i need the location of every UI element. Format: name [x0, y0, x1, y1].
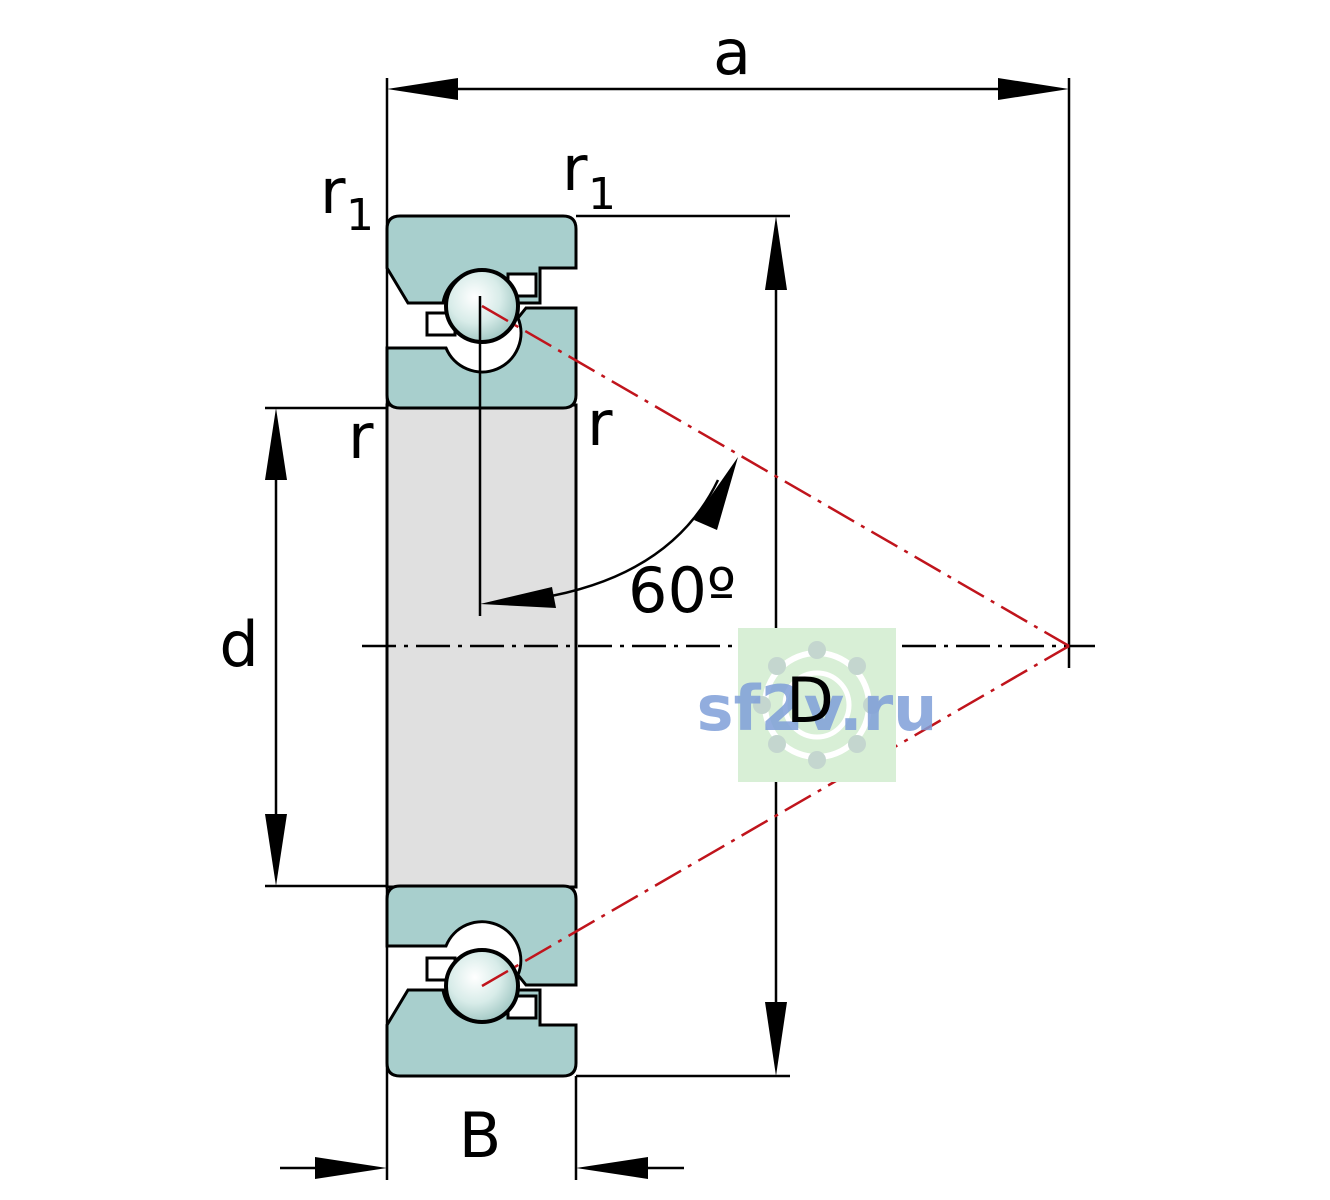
label-a: a [713, 16, 751, 89]
label-angle: 60º [628, 554, 736, 627]
dimension-d [265, 408, 287, 886]
label-r1-left-subscript: 1 [346, 190, 374, 241]
label-r-left: r [348, 400, 374, 473]
label-r-right: r [587, 387, 613, 460]
label-B: B [459, 1099, 502, 1172]
watermark-text: sf2v.ru [697, 672, 938, 745]
extension-lines [265, 78, 1071, 1180]
bottom-bearing-section [385, 884, 578, 1078]
contact-lines [481, 304, 1070, 988]
label-D: D [786, 664, 834, 737]
dimension-B [280, 1157, 684, 1179]
top-bearing-section [385, 214, 578, 410]
watermark [738, 628, 896, 782]
label-r1-right: r [562, 132, 588, 205]
label-r1-right-subscript: 1 [588, 169, 616, 220]
dimension-a [387, 78, 1069, 100]
label-r1-left: r [320, 155, 346, 228]
contact-angle-indicator [478, 296, 738, 616]
label-d: d [219, 608, 258, 681]
